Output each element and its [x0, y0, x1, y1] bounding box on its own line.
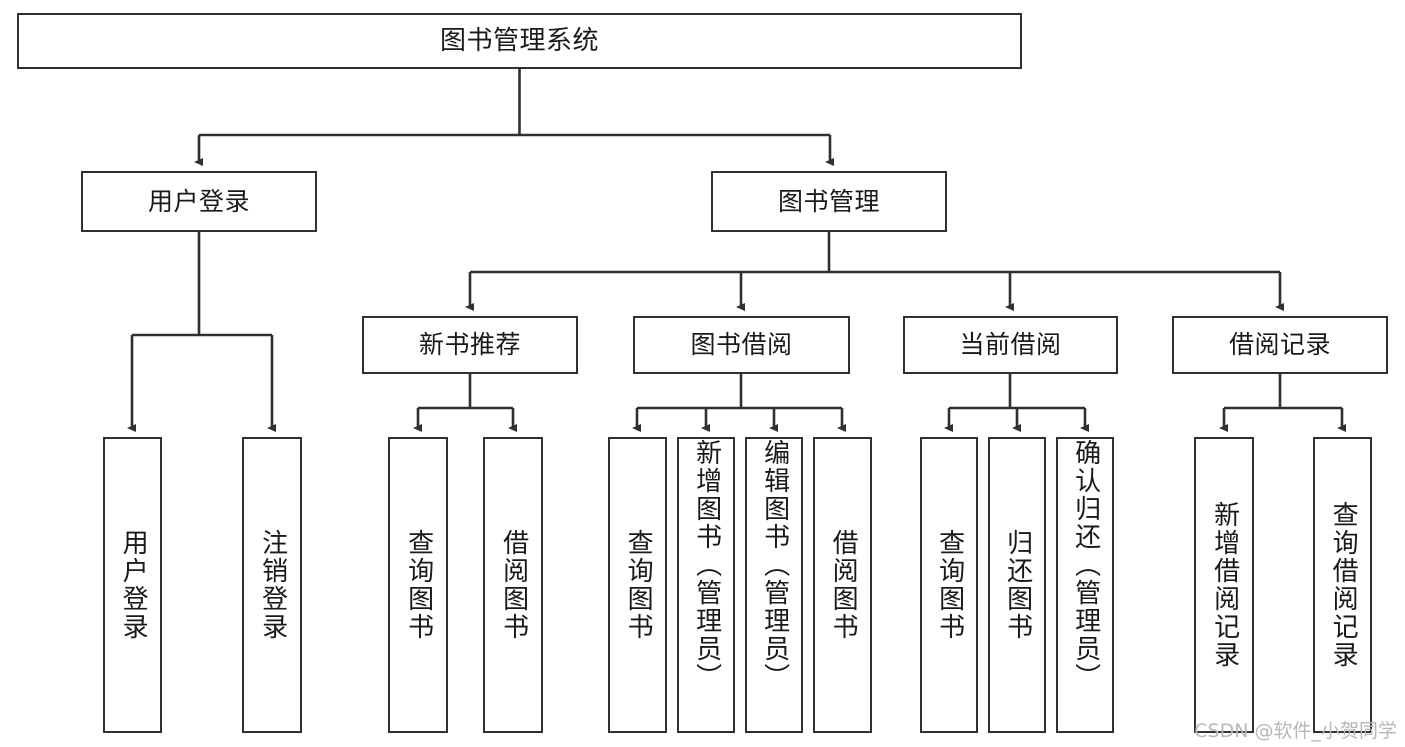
node-leaf-edit-book-label: 编辑图书（管理员）: [759, 439, 790, 691]
node-new-book-recommend[interactable]: 新书推荐: [362, 316, 578, 374]
node-leaf-query-book-2-label: 查询图书: [623, 529, 654, 641]
node-leaf-confirm-return-label: 确认归还（管理员）: [1070, 439, 1101, 691]
node-leaf-confirm-return[interactable]: 确认归还（管理员）: [1056, 437, 1114, 733]
node-leaf-logout[interactable]: 注销登录: [242, 437, 302, 733]
node-leaf-add-book-label: 新增图书（管理员）: [691, 439, 722, 691]
node-leaf-return-book-label: 归还图书: [1002, 529, 1033, 641]
node-leaf-add-record-label: 新增借阅记录: [1209, 501, 1240, 669]
node-leaf-add-record[interactable]: 新增借阅记录: [1194, 437, 1254, 733]
node-leaf-query-book-1-label: 查询图书: [403, 529, 434, 641]
node-leaf-return-book[interactable]: 归还图书: [988, 437, 1046, 733]
node-leaf-user-login[interactable]: 用户登录: [103, 437, 162, 733]
node-leaf-borrow-book-2[interactable]: 借阅图书: [813, 437, 872, 733]
node-current-borrow-label: 当前借阅: [959, 330, 1062, 360]
node-leaf-query-book-2[interactable]: 查询图书: [608, 437, 667, 733]
node-leaf-add-book[interactable]: 新增图书（管理员）: [677, 437, 735, 733]
node-leaf-borrow-book-2-label: 借阅图书: [828, 529, 859, 641]
node-book-borrow[interactable]: 图书借阅: [633, 316, 850, 374]
node-leaf-user-login-label: 用户登录: [118, 529, 149, 641]
node-leaf-borrow-book-1-label: 借阅图书: [498, 529, 529, 641]
node-book-borrow-label: 图书借阅: [690, 330, 793, 360]
node-user-login[interactable]: 用户登录: [81, 171, 317, 232]
node-user-login-label: 用户登录: [147, 186, 250, 216]
node-leaf-query-record-label: 查询借阅记录: [1328, 501, 1359, 669]
node-book-manage[interactable]: 图书管理: [711, 171, 947, 232]
watermark-text: CSDN @软件_小贺同学: [1194, 720, 1397, 742]
node-leaf-query-book-3-label: 查询图书: [934, 529, 965, 641]
node-leaf-query-book-1[interactable]: 查询图书: [388, 437, 448, 733]
node-leaf-query-record[interactable]: 查询借阅记录: [1313, 437, 1372, 733]
node-book-manage-label: 图书管理: [777, 186, 880, 216]
node-root-label: 图书管理系统: [439, 25, 599, 56]
node-borrow-record[interactable]: 借阅记录: [1172, 316, 1388, 374]
node-borrow-record-label: 借阅记录: [1228, 330, 1331, 360]
node-new-book-recommend-label: 新书推荐: [418, 330, 521, 360]
node-leaf-borrow-book-1[interactable]: 借阅图书: [483, 437, 543, 733]
node-leaf-logout-label: 注销登录: [257, 529, 288, 641]
node-leaf-query-book-3[interactable]: 查询图书: [920, 437, 978, 733]
node-current-borrow[interactable]: 当前借阅: [903, 316, 1118, 374]
node-leaf-edit-book[interactable]: 编辑图书（管理员）: [745, 437, 803, 733]
node-root[interactable]: 图书管理系统: [17, 13, 1022, 69]
